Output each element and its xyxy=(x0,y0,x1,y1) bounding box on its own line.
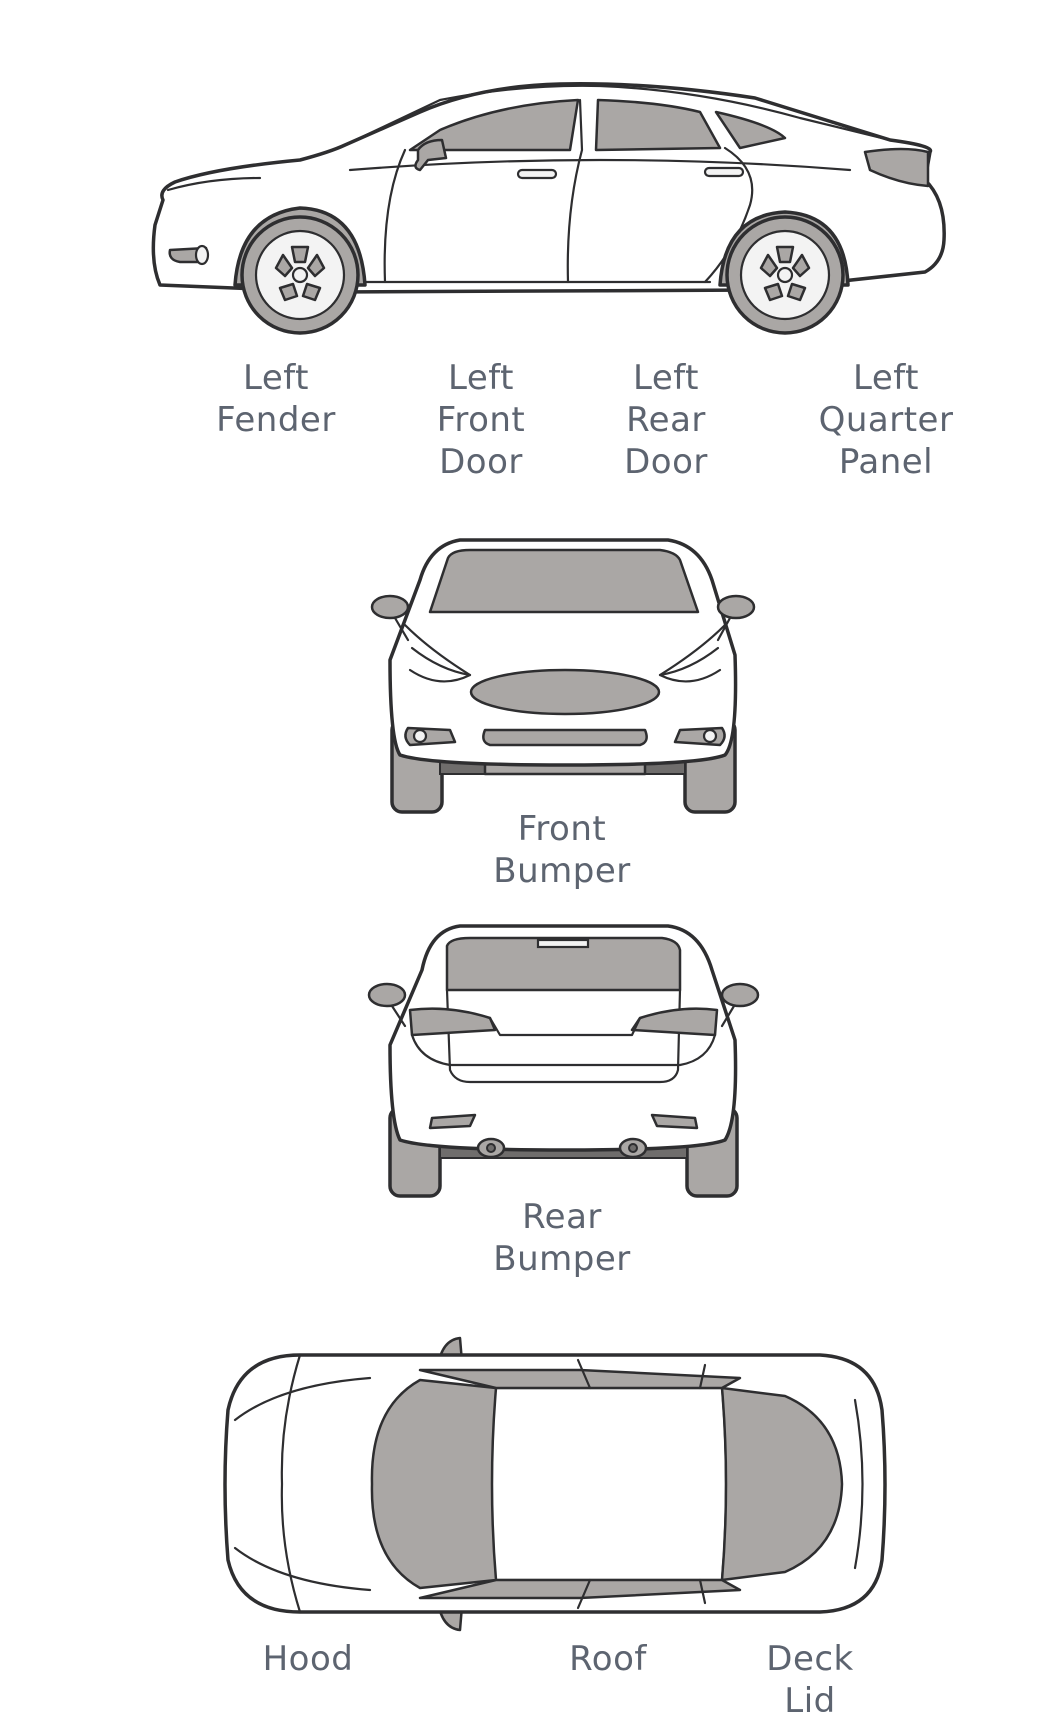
label-deck-lid: Deck Lid xyxy=(766,1639,854,1721)
label-left-front-door: Left Front Door xyxy=(436,358,526,482)
label-left-rear-door: Left Rear Door xyxy=(624,358,708,482)
rear-view-car-illustration xyxy=(367,924,760,1198)
side-front-door-edge xyxy=(383,148,407,284)
label-hood: Hood xyxy=(262,1639,354,1679)
label-front-bumper: Front Bumper xyxy=(493,809,631,891)
side-rear-wheel xyxy=(725,215,845,335)
label-left-quarter-panel: Left Quarter Panel xyxy=(818,358,954,482)
front-right-mirror xyxy=(716,594,756,620)
front-left-mirror xyxy=(370,594,410,620)
front-view xyxy=(0,520,1047,820)
side-roof-trim xyxy=(343,84,892,147)
rear-view xyxy=(0,905,1047,1205)
top-right-side-windows xyxy=(418,1578,742,1600)
rear-left-reflector xyxy=(428,1113,477,1130)
side-front-wheel xyxy=(240,215,360,335)
rear-left-mirror xyxy=(367,982,407,1008)
top-view-car-illustration xyxy=(223,1336,887,1632)
rear-brake-light xyxy=(536,938,590,949)
side-view xyxy=(0,0,1047,340)
top-view xyxy=(0,1325,1047,1645)
label-rear-bumper: Rear Bumper xyxy=(493,1197,631,1279)
front-grille xyxy=(469,668,661,716)
side-rear-door-handle xyxy=(703,166,745,178)
side-view-car-illustration xyxy=(151,82,946,335)
front-right-fog-light xyxy=(673,726,726,747)
label-roof: Roof xyxy=(569,1639,647,1679)
side-front-window xyxy=(408,98,580,152)
rear-window xyxy=(445,936,682,992)
side-rear-window xyxy=(594,98,722,152)
side-headlight xyxy=(166,176,262,192)
front-left-fog-light xyxy=(404,726,457,747)
rear-right-reflector xyxy=(650,1113,699,1130)
side-tail-light xyxy=(863,147,930,188)
side-front-door-handle xyxy=(516,168,558,180)
front-lower-intake xyxy=(482,728,648,747)
front-windshield xyxy=(428,548,700,614)
side-mirror xyxy=(414,138,448,172)
label-left-fender: Left Fender xyxy=(216,358,336,440)
side-middle-door-edge xyxy=(566,98,584,284)
rear-right-tail-light xyxy=(630,1007,719,1037)
top-left-side-windows xyxy=(418,1368,742,1390)
rear-right-mirror xyxy=(720,982,760,1008)
top-rear-window xyxy=(720,1386,844,1582)
top-windshield xyxy=(370,1378,498,1590)
top-deck-lid-edge xyxy=(853,1398,864,1570)
side-quarter-window xyxy=(714,110,787,150)
front-view-car-illustration xyxy=(370,538,756,814)
rear-trunk-lid xyxy=(445,988,682,1084)
